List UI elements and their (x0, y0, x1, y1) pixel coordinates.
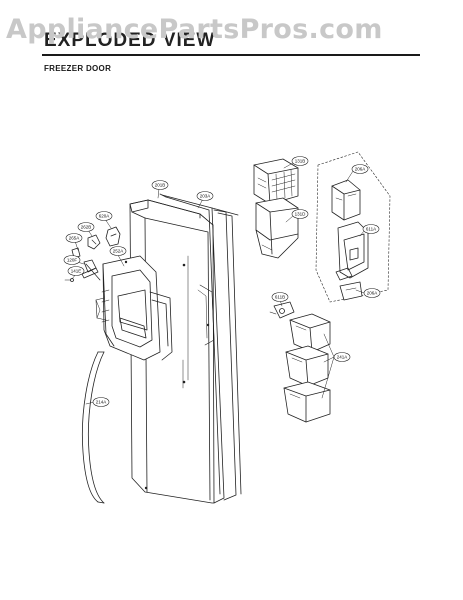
callout-214a: 214A (92, 397, 110, 407)
svg-text:131B: 131B (295, 159, 306, 164)
ice-bucket (255, 197, 299, 259)
svg-text:214A: 214A (96, 400, 107, 405)
callout-141e: 141E (67, 266, 85, 276)
svg-text:203A: 203A (200, 194, 211, 199)
svg-text:131D: 131D (295, 212, 307, 217)
icemaker-assembly (315, 151, 391, 303)
svg-text:120F: 120F (67, 258, 78, 263)
callout-201b: 201B (151, 180, 169, 190)
callout-131b: 131B (291, 156, 309, 166)
svg-text:206A: 206A (355, 167, 366, 172)
svg-text:611B: 611B (275, 295, 285, 300)
door-gasket (159, 193, 242, 504)
section-subtitle: FREEZER DOOR (44, 64, 112, 73)
callout-611a: 611A (362, 224, 380, 234)
callout-620a: 620A (95, 211, 113, 221)
svg-text:206A: 206A (367, 291, 378, 296)
callout-206a: 206A (351, 164, 369, 174)
svg-text:262B: 262B (81, 225, 92, 230)
callout-206a-lower: 206A (363, 288, 381, 298)
watermark-text: AppliancePartsPros.com (6, 14, 383, 45)
svg-text:141E: 141E (71, 269, 82, 274)
svg-text:620A: 620A (99, 214, 110, 219)
title-divider (42, 54, 420, 56)
ice-bucket-cover (253, 158, 299, 205)
callout-241a: 241A (333, 352, 351, 362)
svg-text:241A: 241A (337, 355, 348, 360)
callout-252a: 252A (109, 246, 127, 256)
door-bin-upper (289, 313, 331, 353)
callout-262b: 262B (77, 222, 95, 232)
callout-265a: 265A (65, 233, 83, 243)
svg-text:201B: 201B (155, 183, 166, 188)
handle-trim (82, 351, 105, 504)
callout-120f: 120F (63, 255, 81, 265)
callout-611b: 611B (271, 292, 289, 302)
svg-text:252A: 252A (113, 249, 124, 254)
door-bin-lower (283, 381, 331, 423)
svg-text:265A: 265A (69, 236, 80, 241)
callouts: 131B 131D 206A 611A 206A 201B (63, 156, 381, 407)
callout-203a: 203A (196, 191, 214, 201)
dispenser-housing (95, 255, 173, 361)
door-bin-middle (285, 345, 329, 387)
page-title: EXPLODED VIEW (44, 30, 216, 51)
callout-131d: 131D (291, 209, 309, 219)
svg-text:611A: 611A (366, 227, 376, 232)
shelf-clip (269, 301, 295, 319)
